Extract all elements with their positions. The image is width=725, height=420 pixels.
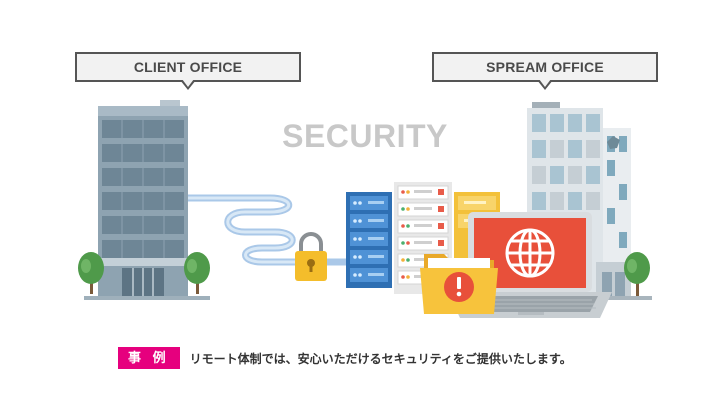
folder-warning-icon	[420, 254, 498, 314]
tree-icon	[624, 252, 650, 296]
spream-office-label: SPREAM OFFICE	[486, 59, 604, 75]
spream-office-callout: SPREAM OFFICE	[432, 52, 658, 90]
server-rack-icon	[346, 192, 392, 288]
tree-icon	[78, 252, 104, 294]
client-office-label: CLIENT OFFICE	[133, 59, 243, 75]
security-title: SECURITY	[282, 118, 448, 154]
client-office-callout: CLIENT OFFICE	[75, 52, 301, 90]
lock-icon	[295, 232, 327, 281]
caption-text: リモート体制では、安心いただけるセキュリティをご提供いたします。	[189, 351, 572, 366]
tree-icon	[184, 252, 210, 294]
client-building-icon	[84, 100, 210, 300]
case-badge: 事 例	[118, 347, 180, 369]
caption: 事 例 リモート体制では、安心いただけるセキュリティをご提供いたします。	[118, 346, 572, 370]
